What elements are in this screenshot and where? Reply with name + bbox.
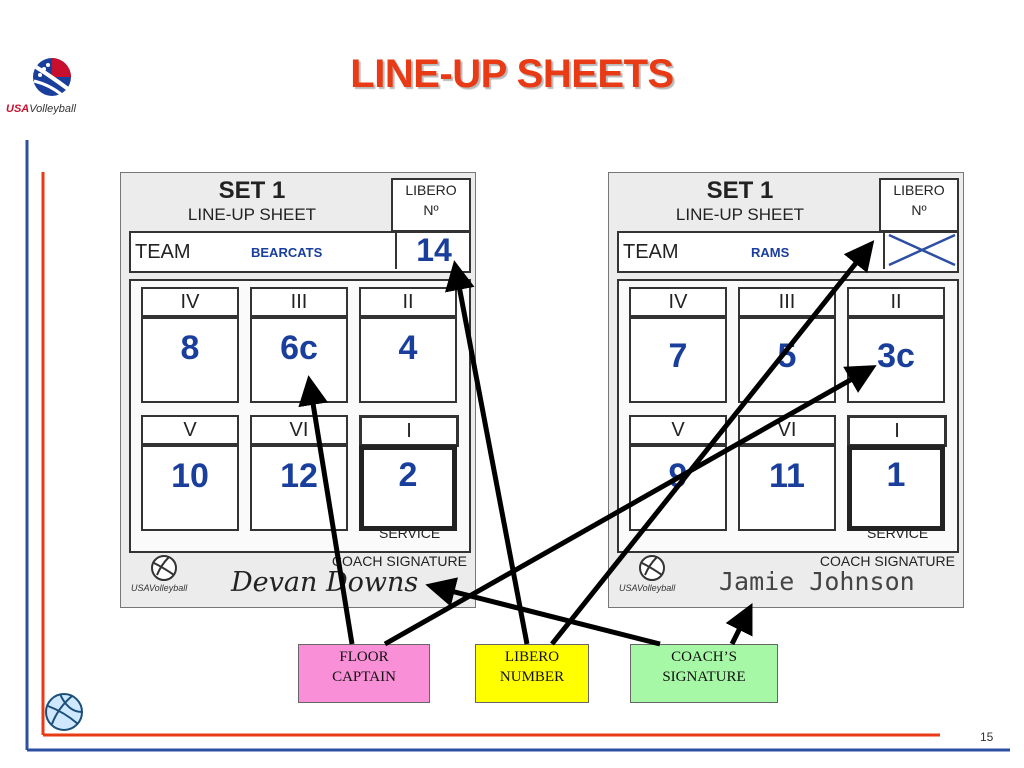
volleyball-icon xyxy=(639,555,665,581)
set-label: SET 1 xyxy=(706,177,774,204)
callout-floor-captain: FLOOR CAPTAIN xyxy=(298,644,430,703)
player-number: 8 xyxy=(180,329,200,367)
player-number: 1 xyxy=(886,456,906,494)
callout-coach-signature: COACH’S SIGNATURE xyxy=(630,644,778,703)
libero-header: LIBERO Nº xyxy=(391,178,471,232)
libero-header-label: LIBERO xyxy=(893,182,945,198)
position-v: V 10 xyxy=(141,415,239,533)
sheet-label: LINE-UP SHEET xyxy=(187,205,317,224)
callout-line: LIBERO xyxy=(504,649,560,665)
libero-number-cell xyxy=(883,231,959,269)
libero-number: 14 xyxy=(416,232,452,268)
volleyball-flag-icon xyxy=(33,58,71,97)
team-row: TEAM RAMS xyxy=(617,231,959,273)
service-label: SERVICE xyxy=(867,525,929,541)
player-number: 2 xyxy=(398,456,418,494)
team-name: BEARCATS xyxy=(251,245,323,260)
player-number: 11 xyxy=(769,457,805,495)
callout-line: CAPTAIN xyxy=(332,669,396,685)
callout-libero-number: LIBERO NUMBER xyxy=(475,644,589,703)
player-number: 4 xyxy=(398,329,418,367)
team-label: TEAM xyxy=(135,241,191,263)
slide-title: LINE-UP SHEETS xyxy=(350,52,674,96)
position-iii: III 5 xyxy=(738,287,836,405)
player-number: 9 xyxy=(668,457,688,495)
libero-number-cell: 14 xyxy=(395,231,471,269)
sheet-logo-text: USAVolleyball xyxy=(619,583,676,593)
libero-header: LIBERO Nº xyxy=(879,178,959,232)
position-label: III xyxy=(250,287,348,317)
logo-text: USAVolleyball xyxy=(6,103,76,115)
crossed-out-mark xyxy=(888,233,956,267)
libero-header-number-label: Nº xyxy=(423,202,439,218)
position-iii: III 6c xyxy=(250,287,348,405)
libero-header-label: LIBERO xyxy=(405,182,457,198)
position-label: V xyxy=(141,415,239,445)
service-label: SERVICE xyxy=(379,525,441,541)
position-iv: IV 7 xyxy=(629,287,727,405)
player-number: 12 xyxy=(280,457,318,495)
callout-line: FLOOR xyxy=(339,649,389,665)
team-row: TEAM BEARCATS 14 xyxy=(129,231,471,273)
volleyball-icon xyxy=(45,693,83,731)
position-ii: II 4 xyxy=(359,287,457,405)
set-label: SET 1 xyxy=(218,177,286,204)
position-label: VI xyxy=(250,415,348,445)
player-number: 7 xyxy=(668,337,688,375)
lineup-sheet-left: SET 1 LINE-UP SHEET LIBERO Nº TEAM BEARC… xyxy=(120,172,476,608)
position-i: I 1 xyxy=(847,415,947,533)
coach-signature: Devan Downs xyxy=(231,567,419,598)
position-label: IV xyxy=(141,287,239,317)
position-i: I 2 xyxy=(359,415,459,533)
sheet-label: LINE-UP SHEET xyxy=(675,205,805,224)
position-iv: IV 8 xyxy=(141,287,239,405)
position-label: II xyxy=(847,287,945,317)
page-number: 15 xyxy=(980,730,994,744)
sheet-logo-text: USAVolleyball xyxy=(131,583,188,593)
position-label: IV xyxy=(629,287,727,317)
player-number: 3c xyxy=(877,337,915,375)
sheet-logo: USAVolleyball xyxy=(131,553,211,603)
position-label: II xyxy=(359,287,457,317)
player-number: 5 xyxy=(777,337,797,375)
position-label: I xyxy=(359,415,459,447)
position-label: VI xyxy=(738,415,836,445)
callout-line: SIGNATURE xyxy=(662,669,746,685)
libero-header-number-label: Nº xyxy=(911,202,927,218)
callout-line: NUMBER xyxy=(499,669,565,685)
team-name: RAMS xyxy=(751,245,790,260)
court-grid: IV 7 III 5 II 3c V 9 VI 11 I 1 xyxy=(617,279,959,553)
volleyball-icon xyxy=(151,555,177,581)
court-grid: IV 8 III 6c II 4 V 10 VI 12 I 2 xyxy=(129,279,471,553)
position-vi: VI 11 xyxy=(738,415,836,533)
position-label: I xyxy=(847,415,947,447)
player-number: 6c xyxy=(280,329,318,367)
player-number: 10 xyxy=(171,457,209,495)
position-ii: II 3c xyxy=(847,287,945,405)
position-label: III xyxy=(738,287,836,317)
position-v: V 9 xyxy=(629,415,727,533)
team-label: TEAM xyxy=(623,241,679,263)
lineup-sheet-right: SET 1 LINE-UP SHEET LIBERO Nº TEAM RAMS … xyxy=(608,172,964,608)
usa-volleyball-logo: USAVolleyball xyxy=(6,55,96,125)
callout-line: COACH’S xyxy=(671,649,737,665)
coach-signature: Jamie Johnson xyxy=(719,567,915,596)
sheet-logo: USAVolleyball xyxy=(619,553,699,603)
position-label: V xyxy=(629,415,727,445)
position-vi: VI 12 xyxy=(250,415,348,533)
